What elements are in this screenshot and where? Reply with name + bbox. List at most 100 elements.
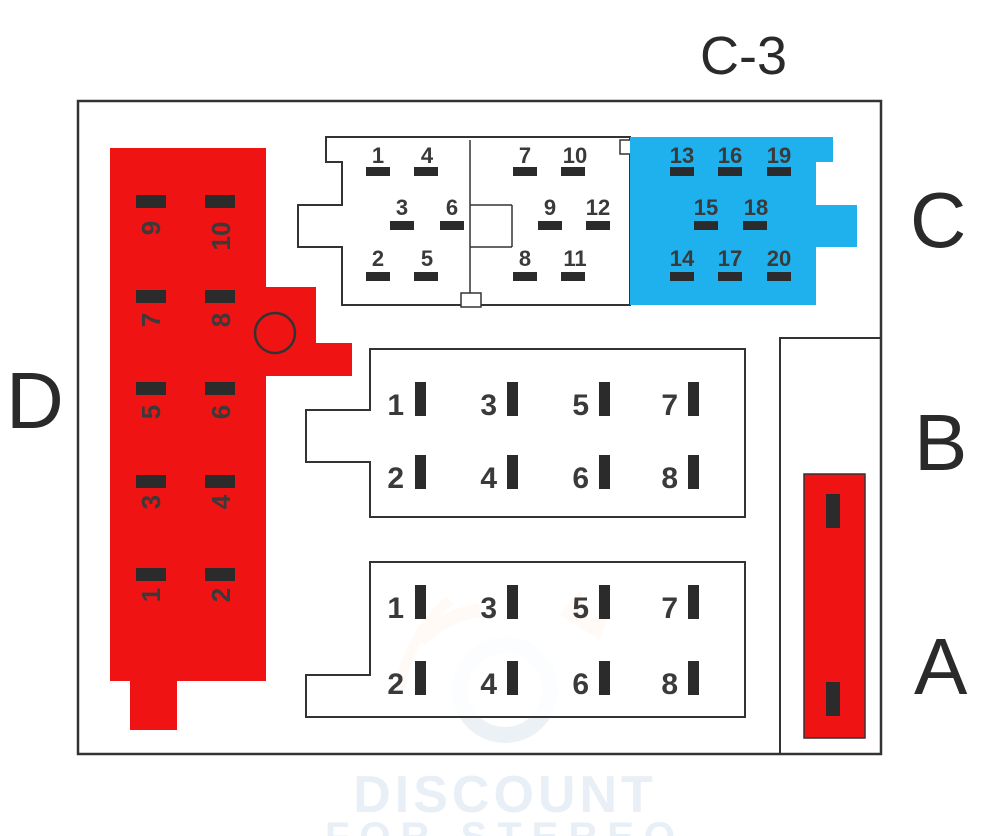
c3-pin [694,221,718,230]
watermark-line2: FOR STEREO [325,815,685,836]
c3-pin [718,272,742,281]
a-pin [688,661,699,695]
b-pin-label: 8 [661,462,678,495]
c3-pin-label: 20 [767,246,791,271]
b-pin [507,382,518,416]
c3-pin [767,272,791,281]
c3-pin [390,221,414,230]
label-b: B [914,398,967,487]
connector-c3-key [460,292,482,308]
c3-pin [414,272,438,281]
b-pin-label: 6 [572,462,589,495]
d-pin [205,290,235,303]
label-c: C [910,176,966,264]
a-pin-label: 7 [661,592,678,625]
c3-pin [743,221,767,230]
b-pin-label: 7 [661,389,678,422]
b-pin [599,382,610,416]
c3-pin [366,167,390,176]
d-pin-label: 3 [136,495,166,509]
c3-pin [670,272,694,281]
c3-pin-label: 8 [519,246,531,271]
d-pin [136,382,166,395]
connector-b-pins: 1 3 5 7 2 4 6 8 [387,382,699,495]
connector-d-pins: 9 10 7 8 5 6 3 4 1 2 [136,195,236,602]
c3-pin [561,167,585,176]
d-pin [136,475,166,488]
c3-pin-label: 6 [446,195,458,220]
c3-pin [767,167,791,176]
d-pin-label: 4 [206,494,236,509]
d-pin-label: 8 [206,313,236,327]
c3-pin [586,221,610,230]
c3-pin [414,167,438,176]
connector-a-body [305,561,746,718]
c3-pin-label: 13 [670,143,694,168]
c3-pin-label: 10 [563,143,587,168]
c3-pin-label: 3 [396,195,408,220]
c3-pin-label: 16 [718,143,742,168]
b-pin [688,455,699,489]
c3-pin-label: 2 [372,246,384,271]
b-pin [688,382,699,416]
c3-pin [513,167,537,176]
d-pin [136,195,166,208]
watermark-line1: DISCOUNT [353,766,657,824]
connector-d-key-circle [253,311,297,355]
connector-d-body [110,148,352,730]
b-pin [599,455,610,489]
d-pin-label: 9 [136,221,166,235]
c3-pin-label: 7 [519,143,531,168]
a-pin [507,585,518,619]
c3-pin [538,221,562,230]
c3-pin-label: 9 [544,195,556,220]
c3-pin-label: 5 [421,246,433,271]
d-pin-label: 7 [136,313,166,327]
b-pin-label: 4 [480,462,497,495]
b-pin-label: 2 [387,462,404,495]
d-pin-label: 6 [206,405,236,419]
b-pin-label: 3 [480,389,497,422]
c3-pin [670,167,694,176]
c3-pin-label: 4 [421,143,434,168]
a-pin-label: 8 [661,668,678,701]
d-pin [136,568,166,581]
connector-a-pin [826,682,840,716]
d-pin [205,382,235,395]
c3-pin [440,221,464,230]
a-pin [688,585,699,619]
a-pin-label: 5 [572,592,589,625]
label-d: D [6,356,64,445]
d-pin [205,475,235,488]
c3-pin-label: 1 [372,143,384,168]
d-pin [205,195,235,208]
c3-pin-label: 12 [586,195,610,220]
a-pin-label: 1 [387,592,404,625]
c3-pin [718,167,742,176]
c3-pin [513,272,537,281]
c3-pin-label: 19 [767,143,791,168]
c3-pin [561,272,585,281]
a-pin [415,585,426,619]
c3-pin [366,272,390,281]
connector-b-compartment [779,337,882,755]
b-pin [415,455,426,489]
d-pin-label: 10 [206,222,236,251]
a-pin-label: 4 [480,668,497,701]
connector-a-pin [826,494,840,528]
c3-pin-label: 14 [670,246,695,271]
c3-pin-label: 17 [718,246,742,271]
d-pin [205,568,235,581]
a-pin-label: 2 [387,668,404,701]
c3-pin-label: 11 [563,246,586,271]
b-pin-label: 5 [572,389,589,422]
a-pin-label: 6 [572,668,589,701]
b-pin [415,382,426,416]
a-pin-label: 3 [480,592,497,625]
d-pin [136,290,166,303]
connector-c3-pins: 1 4 3 6 2 5 7 10 9 12 8 11 13 16 19 15 1… [366,143,791,281]
connector-b-body [305,348,746,518]
a-pin [415,661,426,695]
d-pin-label: 5 [136,405,166,419]
d-pin-label: 2 [206,588,236,602]
